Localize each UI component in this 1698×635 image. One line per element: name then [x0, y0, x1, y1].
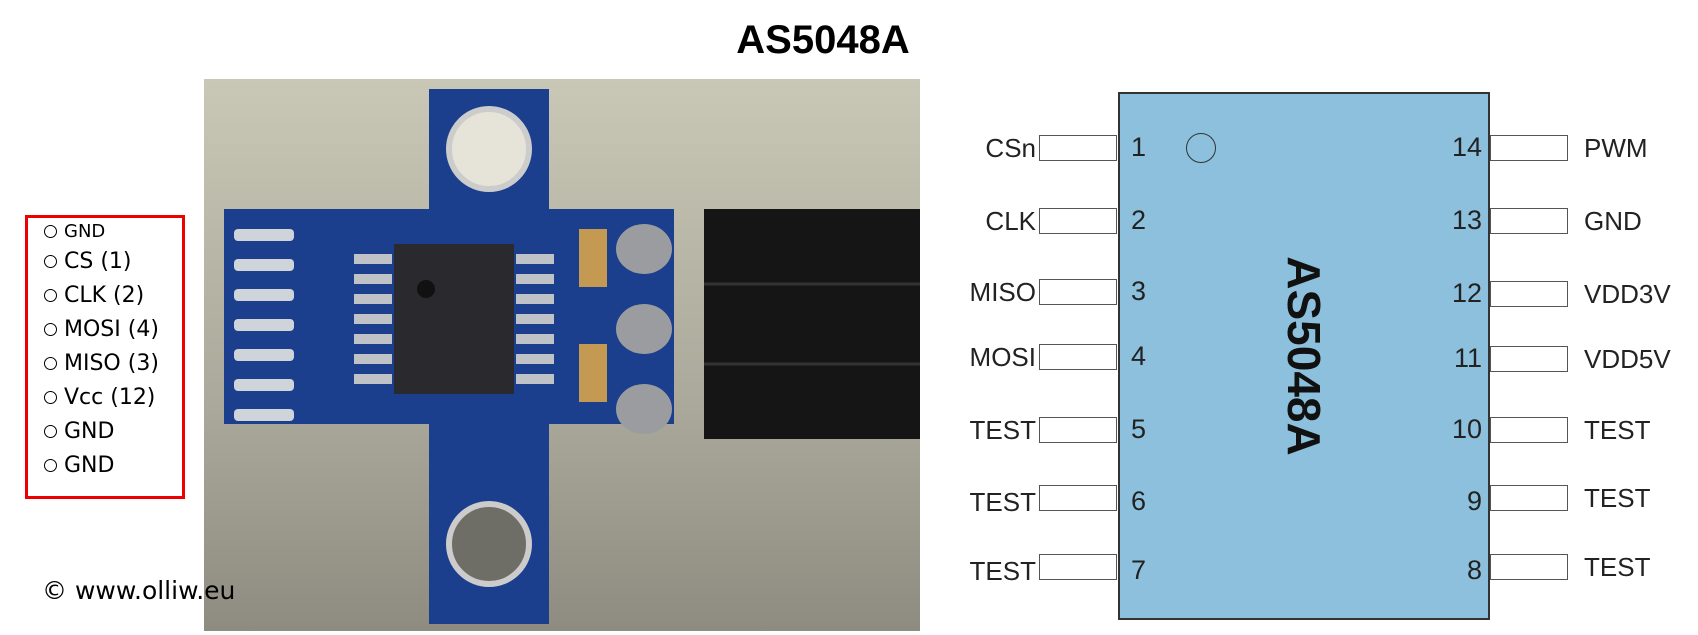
pin-label: PWM: [1584, 133, 1648, 163]
pinout-legend: GND CS (1) CLK (2) MOSI (4) MISO (3) Vcc…: [25, 215, 185, 499]
pin-label: TEST: [969, 415, 1036, 445]
pin-lead: [1490, 346, 1568, 372]
pin-lead: [1039, 417, 1117, 443]
pin-label: GND: [1584, 206, 1642, 236]
sensor-board-photo: [204, 79, 920, 631]
page-title: AS5048A: [736, 18, 910, 62]
pin-pad-icon: [44, 323, 57, 336]
pin-number: 10: [1451, 414, 1482, 444]
legend-item: GND: [44, 221, 105, 242]
pin-number: 14: [1451, 132, 1482, 162]
pin-label: CLK: [985, 206, 1036, 236]
pin-number: 12: [1451, 278, 1482, 308]
pin-pad-icon: [44, 289, 57, 302]
pin-pad-icon: [44, 225, 57, 238]
pin-label: VDD3V: [1584, 279, 1671, 309]
pin-lead: [1490, 417, 1568, 443]
pin-pad-icon: [44, 357, 57, 370]
pin-pad-icon: [44, 425, 57, 438]
pin-lead: [1039, 485, 1117, 511]
pin-number: 3: [1131, 276, 1147, 306]
pin-lead: [1039, 135, 1117, 161]
pin1-marker-icon: [1186, 133, 1216, 163]
pin-label: TEST: [1584, 552, 1651, 582]
pin-lead: [1039, 554, 1117, 580]
pin-number: 2: [1131, 205, 1147, 235]
pin-label: MISO: [969, 277, 1036, 307]
legend-item: MOSI (4): [44, 317, 159, 342]
pin-label: MOSI: [969, 342, 1036, 372]
pin-pad-icon: [44, 459, 57, 472]
pin-pad-icon: [44, 391, 57, 404]
pin-number: 7: [1131, 555, 1147, 585]
legend-label: Vcc (12): [64, 385, 156, 410]
pin-label: TEST: [1584, 483, 1651, 513]
legend-label: GND: [64, 419, 115, 444]
pin-lead: [1039, 208, 1117, 234]
pin-number: 6: [1131, 486, 1147, 516]
pin-lead: [1490, 135, 1568, 161]
pin-lead: [1490, 281, 1568, 307]
pin-label: VDD5V: [1584, 344, 1671, 374]
legend-item: MISO (3): [44, 351, 159, 376]
pin-number: 11: [1453, 343, 1482, 373]
pin-pad-icon: [44, 255, 57, 268]
pin-number: 5: [1131, 414, 1147, 444]
legend-label: GND: [64, 453, 115, 478]
pin-lead: [1490, 208, 1568, 234]
chip-body: [1118, 92, 1490, 620]
legend-label: CS (1): [64, 249, 132, 274]
legend-item: Vcc (12): [44, 385, 155, 410]
legend-item: CLK (2): [44, 283, 144, 308]
copyright-text: © www.olliw.eu: [42, 576, 236, 605]
legend-item: GND: [44, 419, 114, 444]
pin-label: TEST: [969, 556, 1036, 586]
legend-item: CS (1): [44, 249, 131, 274]
pin-number: 1: [1131, 132, 1147, 162]
pin-number: 9: [1466, 486, 1482, 516]
legend-label: CLK (2): [64, 283, 145, 308]
pin-lead: [1039, 279, 1117, 305]
pin-number: 13: [1451, 205, 1482, 235]
pin-lead: [1490, 485, 1568, 511]
legend-label: MOSI (4): [64, 317, 159, 342]
pin-lead: [1039, 344, 1117, 370]
legend-item: GND: [44, 453, 114, 478]
pin-label: CSn: [985, 133, 1036, 163]
chip-name: AS5048A: [1278, 256, 1330, 456]
pin-lead: [1490, 554, 1568, 580]
legend-label: MISO (3): [64, 351, 159, 376]
pin-number: 8: [1466, 555, 1482, 585]
legend-label: GND: [64, 221, 106, 242]
pin-label: TEST: [969, 487, 1036, 517]
pin-label: TEST: [1584, 415, 1651, 445]
pin-number: 4: [1131, 341, 1147, 371]
